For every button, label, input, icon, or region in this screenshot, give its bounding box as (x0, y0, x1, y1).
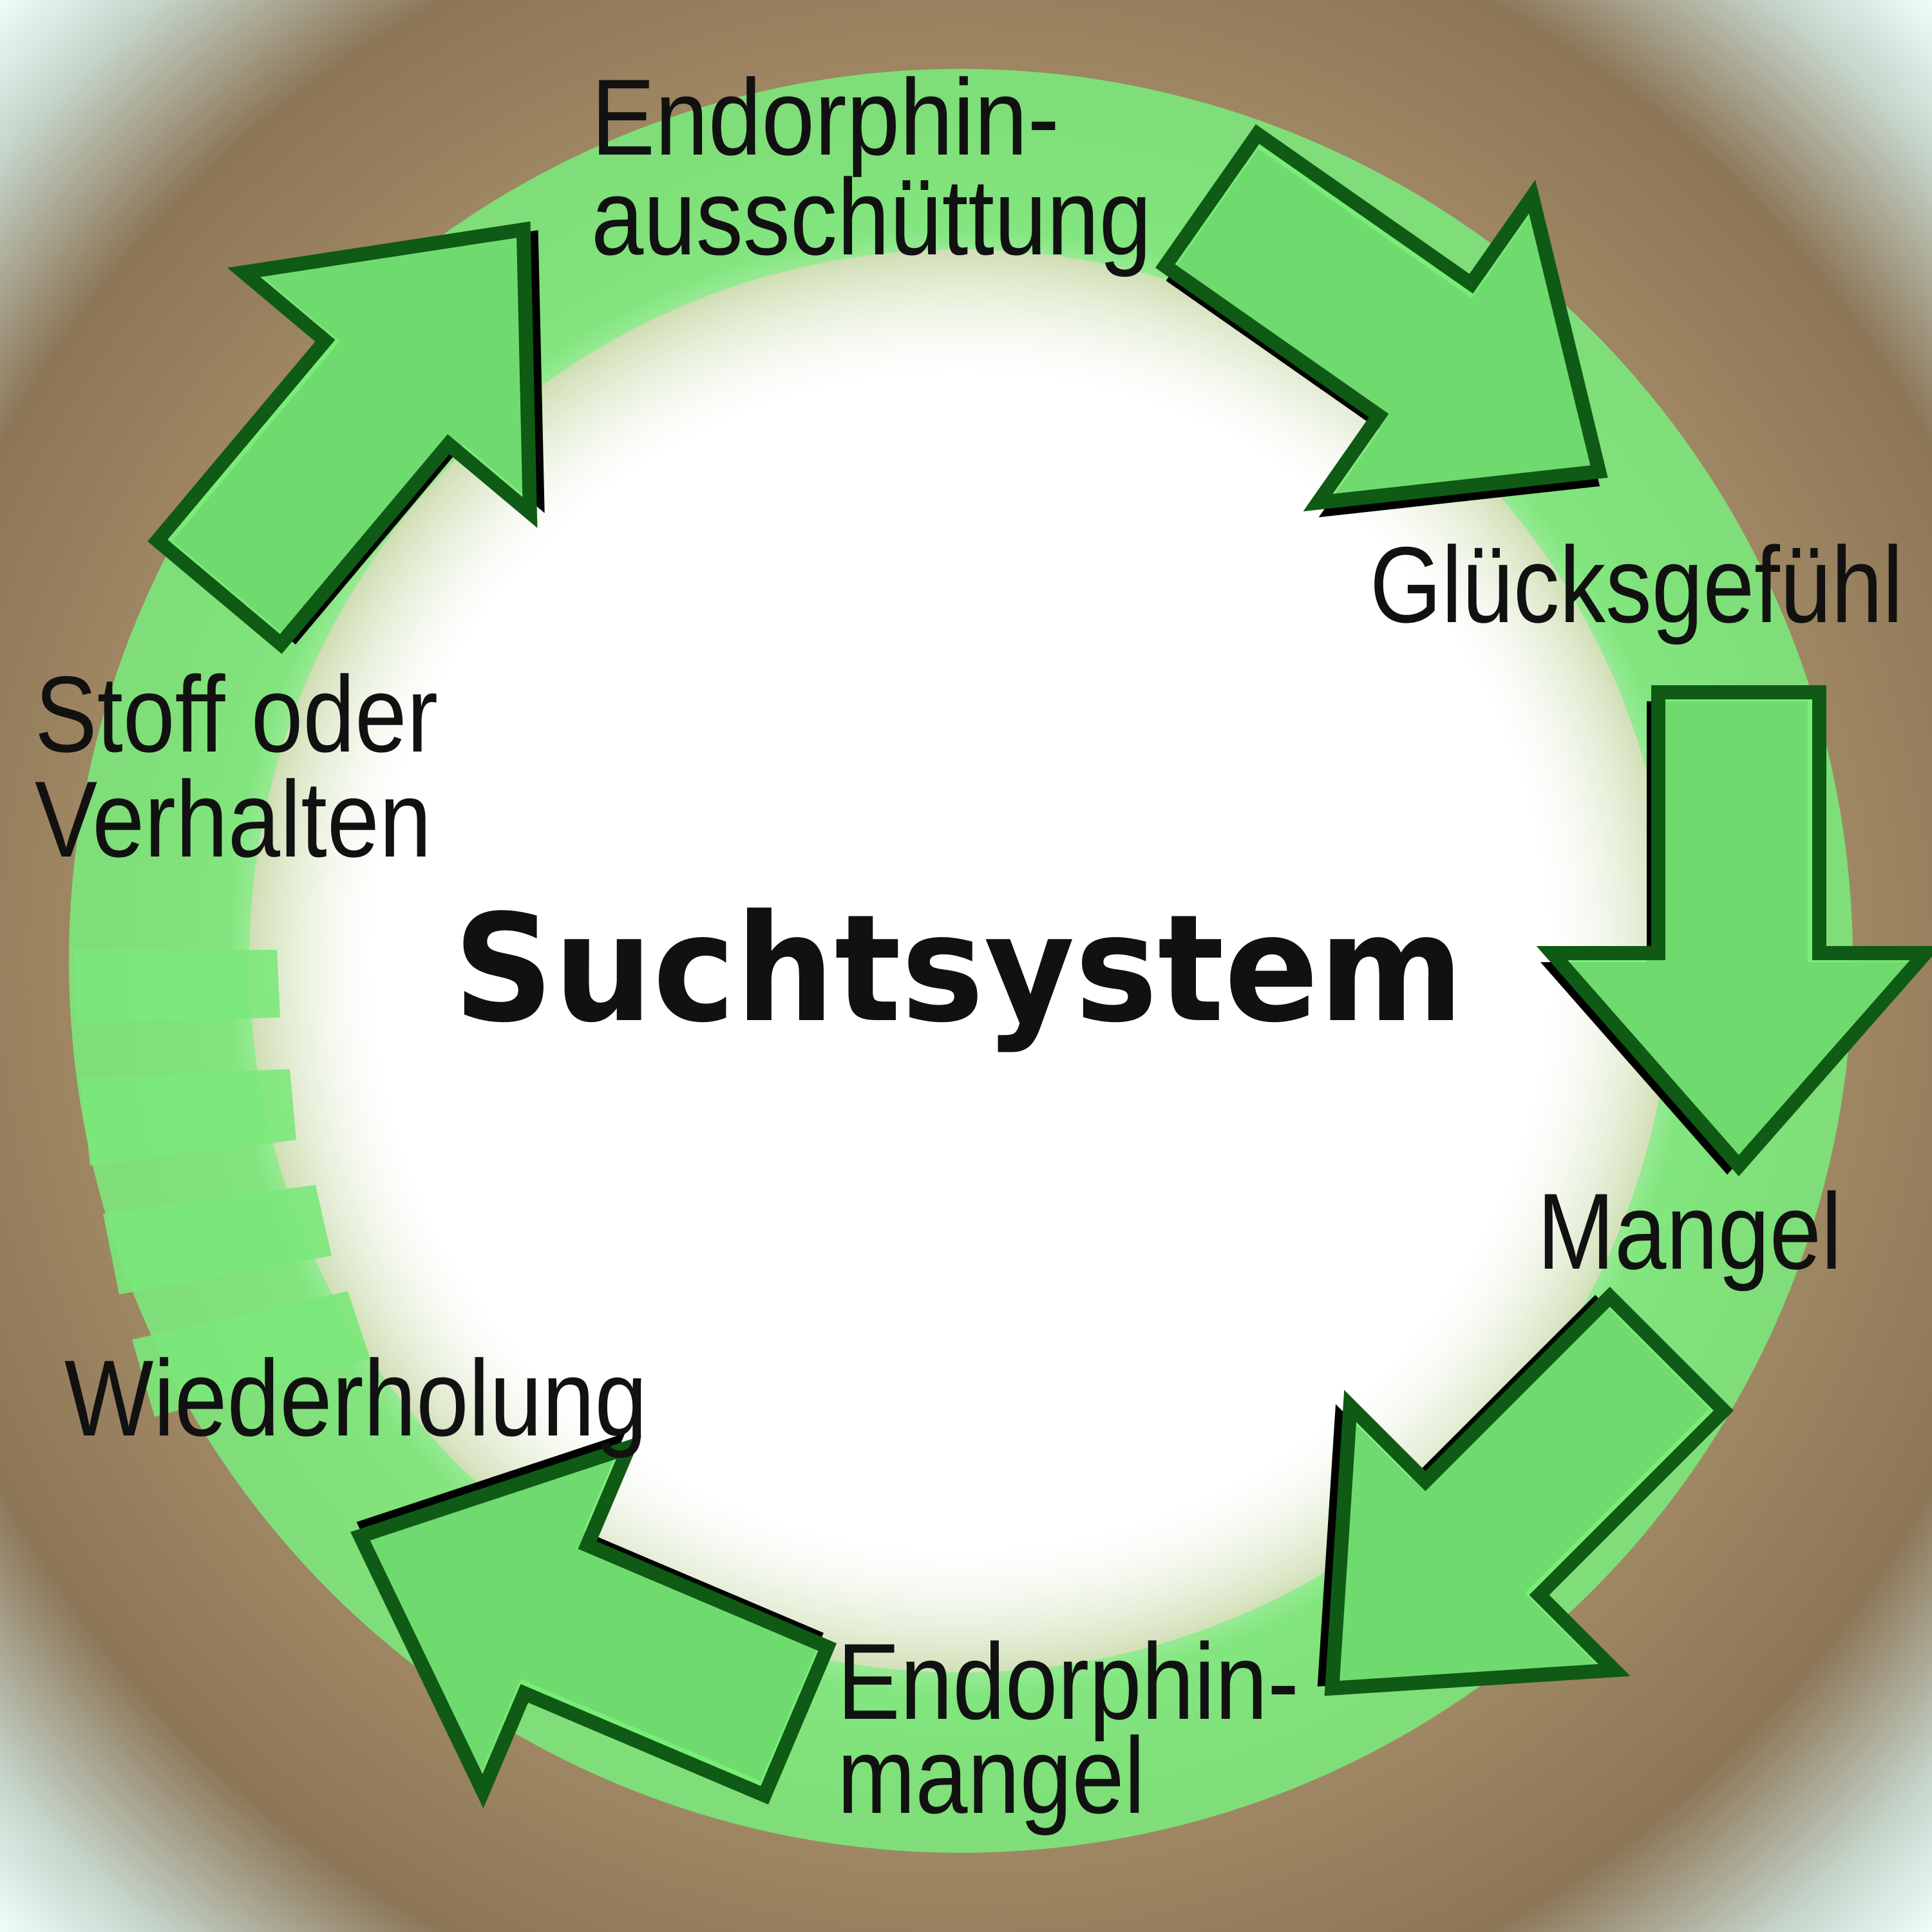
label-happiness: Glücksgefühl (1370, 524, 1903, 645)
label-deficiency: Mangel (1537, 1171, 1842, 1292)
diagram-title: Suchtsystem (453, 884, 1464, 1056)
label-endorphin-release-line1: Endorphin- (591, 57, 1059, 178)
center-glow (227, 227, 1695, 1695)
label-substance-line2: Verhalten (35, 759, 431, 880)
stripe (74, 950, 280, 1024)
stripe (80, 1069, 296, 1166)
label-repetition: Wiederholung (64, 1338, 647, 1459)
label-endorphin-deficiency-line2: mangel (837, 1715, 1145, 1836)
label-endorphin-deficiency-line1: Endorphin- (837, 1621, 1299, 1742)
label-substance-line1: Stoff oder (35, 654, 438, 775)
dashed-segment (74, 950, 370, 1417)
label-endorphin-release-line2: ausschüttung (591, 156, 1151, 278)
stripe (103, 1185, 332, 1294)
stripe (132, 1291, 370, 1417)
